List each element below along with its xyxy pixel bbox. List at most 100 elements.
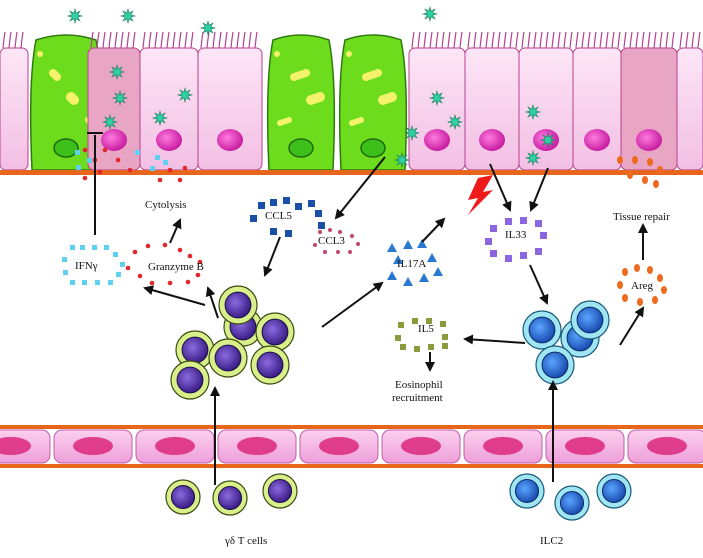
microvillus [2, 31, 6, 49]
microvillus [148, 31, 152, 49]
cell-body [0, 47, 29, 171]
virus-particle [428, 89, 446, 107]
microvillus [485, 31, 489, 49]
microvillus [447, 31, 451, 49]
ifn-particle [113, 252, 118, 257]
microvillus [679, 31, 683, 49]
ccl5-particle [285, 230, 292, 237]
endothelial-nucleus [237, 437, 277, 455]
microvillus [242, 31, 246, 49]
microvillus [160, 31, 164, 49]
microvillus [473, 31, 477, 49]
microvillus [218, 31, 222, 49]
goblet-nucleus [53, 138, 79, 158]
cell-body [139, 47, 199, 171]
microvillus [611, 31, 615, 49]
endothelial-nucleus [319, 437, 359, 455]
endothelial-nucleus [401, 437, 441, 455]
microvillus [491, 31, 495, 49]
microvillus [441, 31, 445, 49]
ccl3-particle [336, 250, 340, 254]
nucleus [424, 129, 450, 151]
areg-particle [617, 156, 623, 164]
ifn-particle [150, 166, 155, 171]
microvillus [497, 31, 501, 49]
granzyme-particle [157, 177, 163, 183]
arrow-epi-to-il33-b [529, 167, 549, 212]
ccl3-particle [348, 250, 352, 254]
ccl3-particle [350, 234, 354, 238]
granzyme-particle [125, 265, 131, 271]
il33-particle [520, 252, 527, 259]
damage-bolt-icon [468, 175, 493, 215]
granzyme-particle [127, 167, 133, 173]
areg-particle [657, 166, 663, 174]
microvillus [581, 31, 585, 49]
immune-cells [165, 285, 632, 521]
il33-particle [490, 225, 497, 232]
virus-particle [108, 63, 126, 81]
granzyme-particle [177, 177, 183, 183]
goblet-cell [266, 34, 336, 171]
microvillus [557, 31, 561, 49]
virus-particle [524, 103, 542, 121]
granzyme-particle [197, 259, 203, 265]
granzyme-particle [82, 175, 88, 181]
ifn-particle [62, 257, 67, 262]
microvillus [126, 31, 130, 49]
label-il17a: IL17A [397, 258, 426, 270]
virus-particle [176, 86, 194, 104]
microvillus [563, 31, 567, 49]
label-ifn-gamma: IFNγ [75, 260, 98, 272]
arrow-ilc2-to-areg [619, 306, 645, 346]
microvillus [417, 31, 421, 49]
microvillus [671, 31, 675, 49]
epithelial-cell [676, 31, 703, 171]
mucus-granule [315, 92, 325, 102]
microvillus [178, 31, 182, 49]
ifn-particle [116, 272, 121, 277]
microvillus [697, 31, 701, 49]
epithelial-cell [139, 31, 199, 171]
cell-body [464, 47, 520, 171]
microvillus [647, 31, 651, 49]
label-cytolysis: Cytolysis [145, 199, 187, 211]
labels: Cytolysis Granzyme B IFNγ CCL5 CCL3 IL17… [75, 199, 670, 547]
il5-particle [412, 318, 418, 324]
virus-particle [393, 151, 411, 169]
il5-particle [442, 343, 448, 349]
microvillus [527, 31, 531, 49]
areg-particle [637, 298, 643, 306]
mucus-granule [374, 69, 382, 77]
cell-body [572, 47, 622, 171]
granzyme-particle [145, 243, 151, 249]
areg-particle [661, 286, 667, 294]
epithelial-cell [197, 31, 263, 171]
virus-particle [151, 109, 169, 127]
virus-particle [446, 113, 464, 131]
areg-particle [647, 266, 653, 274]
areg-particle [657, 274, 663, 282]
ifn-particle [108, 280, 113, 285]
gd-t-cell-nucleus [176, 366, 204, 394]
ccl3-particle [313, 243, 317, 247]
arrow-granzyme-to-cytolysis [169, 218, 182, 244]
ccl5-particle [318, 222, 325, 229]
granzyme-particle [137, 273, 143, 279]
microvillus [453, 31, 457, 49]
il17a-particle [403, 240, 413, 249]
ilc2-cell-nucleus [541, 351, 569, 379]
label-il33: IL33 [505, 229, 527, 241]
ccl5-particle [295, 203, 302, 210]
ccl3-particle [318, 230, 322, 234]
arrow-il17a-to-epi [421, 217, 446, 243]
microvillus [635, 31, 639, 49]
areg-particle [647, 158, 653, 166]
granzyme-particle [149, 280, 155, 286]
label-ccl5: CCL5 [265, 210, 292, 222]
virus-particle [111, 89, 129, 107]
areg-particle [634, 264, 640, 272]
microvillus [166, 31, 170, 49]
